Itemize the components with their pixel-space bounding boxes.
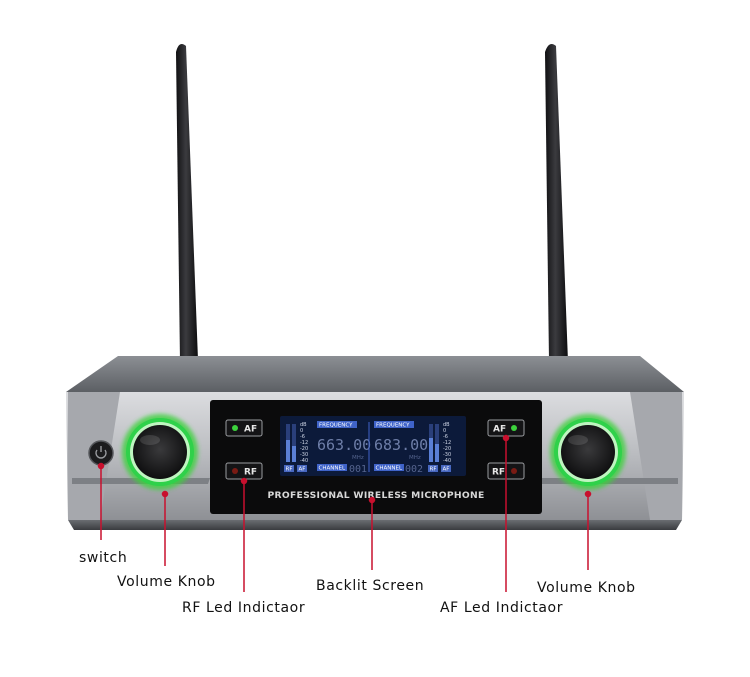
mhz-unit: MHz	[409, 455, 421, 461]
af-tag: AF	[299, 467, 306, 473]
right-af-button[interactable]: AF	[487, 419, 525, 437]
right-antenna	[545, 44, 568, 362]
left-af-button[interactable]: AF	[225, 419, 263, 437]
channel-value: 002	[405, 464, 423, 475]
af-tag: AF	[443, 467, 450, 473]
right-volume-knob[interactable]	[550, 414, 626, 490]
right-rf-label: RF	[492, 468, 505, 478]
channel-label: CHANNEL	[319, 466, 346, 472]
meter-label: 0	[443, 428, 446, 434]
meter-label: -6	[443, 434, 448, 440]
meter-label: -20	[443, 446, 451, 452]
meter-label: 0	[300, 428, 303, 434]
meter-label: dB	[443, 422, 450, 428]
af-led-icon	[232, 425, 238, 431]
left-antenna	[176, 44, 198, 362]
frequency-value: 663.00	[317, 436, 371, 454]
frequency-value: 683.00	[374, 436, 428, 454]
panel-title: PROFESSIONAL WIRELESS MICROPHONE	[267, 490, 484, 501]
power-icon	[95, 446, 107, 459]
right-level-meter: dB 0 -6 -12 -20 -30 -40 RF AF	[428, 422, 451, 473]
left-volume-knob[interactable]	[122, 414, 198, 490]
rf-led-callout: RF Led Indictaor	[182, 600, 305, 616]
meter-label: dB	[300, 422, 307, 428]
backlit-screen-callout: Backlit Screen	[316, 578, 424, 594]
right-af-label: AF	[493, 425, 506, 435]
meter-label: -40	[443, 458, 451, 464]
meter-label: -30	[300, 452, 308, 458]
left-rf-button[interactable]: RF	[225, 462, 263, 480]
frequency-label: FREQUENCY	[376, 423, 410, 429]
backlit-screen: dB 0 -6 -12 -20 -30 -40 RF AF FREQUENCY …	[280, 416, 466, 476]
meter-label: -12	[300, 440, 308, 446]
power-switch[interactable]	[88, 440, 114, 466]
meter-label: -20	[300, 446, 308, 452]
left-level-meter: dB 0 -6 -12 -20 -30 -40 RF AF	[284, 422, 308, 473]
switch-callout: switch	[79, 550, 127, 566]
mhz-unit: MHz	[352, 455, 364, 461]
frequency-label: FREQUENCY	[319, 423, 353, 429]
meter-label: -12	[443, 440, 451, 446]
meter-label: -6	[300, 434, 305, 440]
channel-label: CHANNEL	[376, 466, 403, 472]
volume-knob-left-callout: Volume Knob	[117, 574, 216, 590]
af-led-icon	[511, 425, 517, 431]
rf-tag: RF	[286, 467, 293, 473]
af-led-callout: AF Led Indictaor	[440, 600, 563, 616]
rf-tag: RF	[430, 467, 437, 473]
rf-led-icon	[232, 468, 238, 474]
rf-led-icon	[511, 468, 517, 474]
left-af-label: AF	[244, 425, 257, 435]
meter-label: -30	[443, 452, 451, 458]
channel-value: 001	[349, 464, 367, 475]
volume-knob-right-callout: Volume Knob	[537, 580, 636, 596]
channel-2-display: FREQUENCY 683.00 MHz CHANNEL 002	[374, 421, 428, 475]
meter-label: -40	[300, 458, 308, 464]
channel-1-display: FREQUENCY 663.00 MHz CHANNEL 001	[317, 421, 371, 475]
callout-lines	[97, 434, 592, 592]
left-rf-label: RF	[244, 468, 257, 478]
